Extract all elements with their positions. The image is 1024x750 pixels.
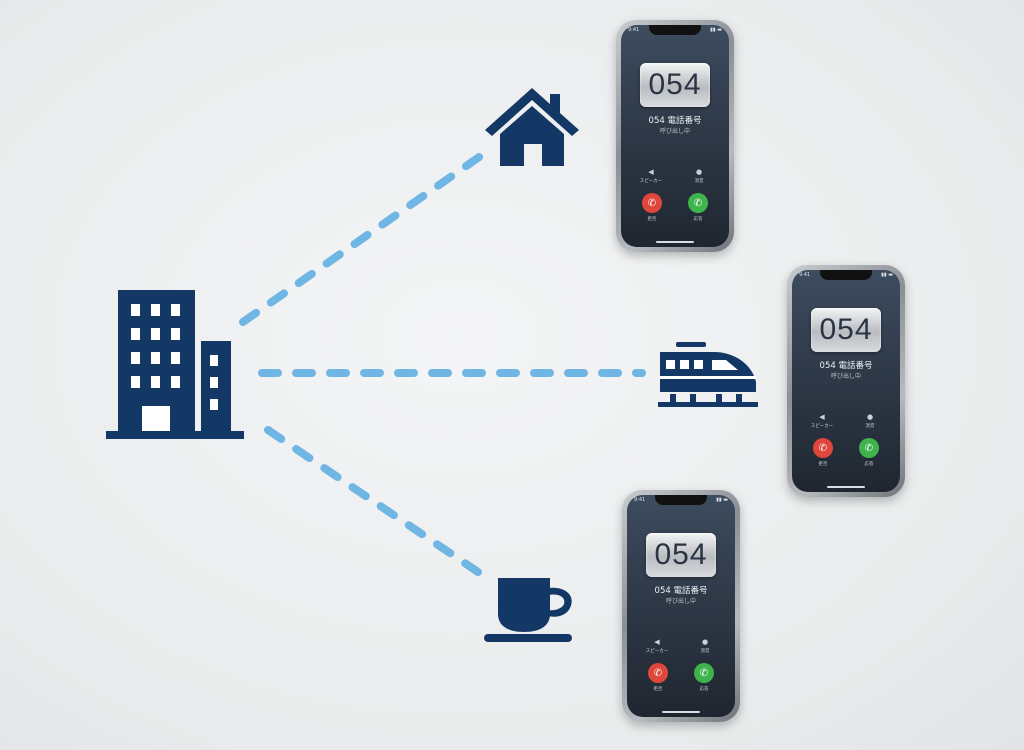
incoming-call-screen: 9:41 ▮▮ ▬ 054 054 電話番号 呼び出し中 ◀ スピーカー ● 消音 ✆… [792, 270, 900, 492]
smartphone-home: 9:41 ▮▮ ▬ 054 054 電話番号 呼び出し中 ◀ スピーカー ● 消音 ✆… [616, 20, 734, 252]
speaker-icon: ◀ [654, 638, 660, 646]
office-building-icon [106, 290, 244, 439]
mute-control[interactable]: ● 消音 [850, 413, 890, 429]
incoming-call-screen: 9:41 ▮▮ ▬ 054 054 電話番号 呼び出し中 ◀ スピーカー ● 消音 ✆… [621, 25, 729, 247]
message-icon: ● [701, 638, 709, 646]
phone-notch [655, 495, 707, 505]
caller-label: 054 電話番号 [654, 586, 708, 596]
signal-battery-icon: ▮▮ ▬ [716, 497, 728, 503]
mute-control[interactable]: ● 消音 [685, 638, 725, 654]
message-icon: ● [866, 413, 874, 421]
hang-up-icon: ✆ [647, 197, 657, 209]
speaker-control[interactable]: ◀ スピーカー [802, 413, 842, 429]
phone-notch [649, 25, 701, 35]
smartphone-train: 9:41 ▮▮ ▬ 054 054 電話番号 呼び出し中 ◀ スピーカー ● 消音 ✆… [787, 265, 905, 497]
hang-up-icon: ✆ [653, 667, 663, 679]
speaker-control[interactable]: ◀ スピーカー [631, 168, 671, 184]
message-icon: ● [695, 168, 703, 176]
decline-label: 拒否 [653, 687, 663, 692]
speaker-control[interactable]: ◀ スピーカー [637, 638, 677, 654]
call-status: 呼び出し中 [830, 373, 861, 380]
speaker-label: スピーカー [639, 179, 663, 184]
signal-battery-icon: ▮▮ ▬ [710, 27, 722, 33]
decline-button[interactable]: ✆ [648, 663, 668, 683]
signal-battery-icon: ▮▮ ▬ [881, 272, 893, 278]
line-to-cafe [264, 426, 482, 576]
decline-label: 拒否 [818, 462, 828, 467]
mute-label: 消音 [700, 649, 710, 654]
phone-icon: ✆ [699, 667, 709, 679]
speaker-icon: ◀ [819, 413, 825, 421]
incoming-call-screen: 9:41 ▮▮ ▬ 054 054 電話番号 呼び出し中 ◀ スピーカー ● 消音 ✆… [627, 495, 735, 717]
mute-label: 消音 [865, 424, 875, 429]
decline-button[interactable]: ✆ [813, 438, 833, 458]
accept-button[interactable]: ✆ [694, 663, 714, 683]
accept-label: 応答 [693, 217, 703, 222]
status-bar: 9:41 ▮▮ ▬ [628, 27, 722, 33]
caller-label: 054 電話番号 [648, 116, 702, 126]
phone-icon: ✆ [864, 442, 874, 454]
phone-icon: ✆ [693, 197, 703, 209]
speaker-label: スピーカー [810, 424, 834, 429]
accept-label: 応答 [699, 687, 709, 692]
caller-label: 054 電話番号 [819, 361, 873, 371]
speaker-icon: ◀ [648, 168, 654, 176]
accept-button[interactable]: ✆ [688, 193, 708, 213]
speaker-label: スピーカー [645, 649, 669, 654]
phone-notch [820, 270, 872, 280]
decline-button[interactable]: ✆ [642, 193, 662, 213]
line-to-home [239, 151, 486, 326]
train-icon [658, 342, 758, 407]
call-status: 呼び出し中 [659, 128, 690, 135]
status-bar: 9:41 ▮▮ ▬ [634, 497, 728, 503]
call-status: 呼び出し中 [665, 598, 696, 605]
accept-label: 応答 [864, 462, 874, 467]
status-time: 9:41 [628, 27, 640, 33]
accept-button[interactable]: ✆ [859, 438, 879, 458]
house-icon [485, 88, 579, 166]
smartphone-cafe: 9:41 ▮▮ ▬ 054 054 電話番号 呼び出し中 ◀ スピーカー ● 消音 ✆… [622, 490, 740, 722]
mute-label: 消音 [694, 179, 704, 184]
decline-label: 拒否 [647, 217, 657, 222]
coffee-cup-icon [484, 578, 572, 642]
home-indicator [656, 241, 694, 243]
home-indicator [827, 486, 865, 488]
status-time: 9:41 [634, 497, 646, 503]
status-bar: 9:41 ▮▮ ▬ [799, 272, 893, 278]
mute-control[interactable]: ● 消音 [679, 168, 719, 184]
hang-up-icon: ✆ [818, 442, 828, 454]
status-time: 9:41 [799, 272, 811, 278]
caller-number-display: 054 [811, 308, 881, 352]
caller-number-display: 054 [646, 533, 716, 577]
caller-number-display: 054 [640, 63, 710, 107]
home-indicator [662, 711, 700, 713]
